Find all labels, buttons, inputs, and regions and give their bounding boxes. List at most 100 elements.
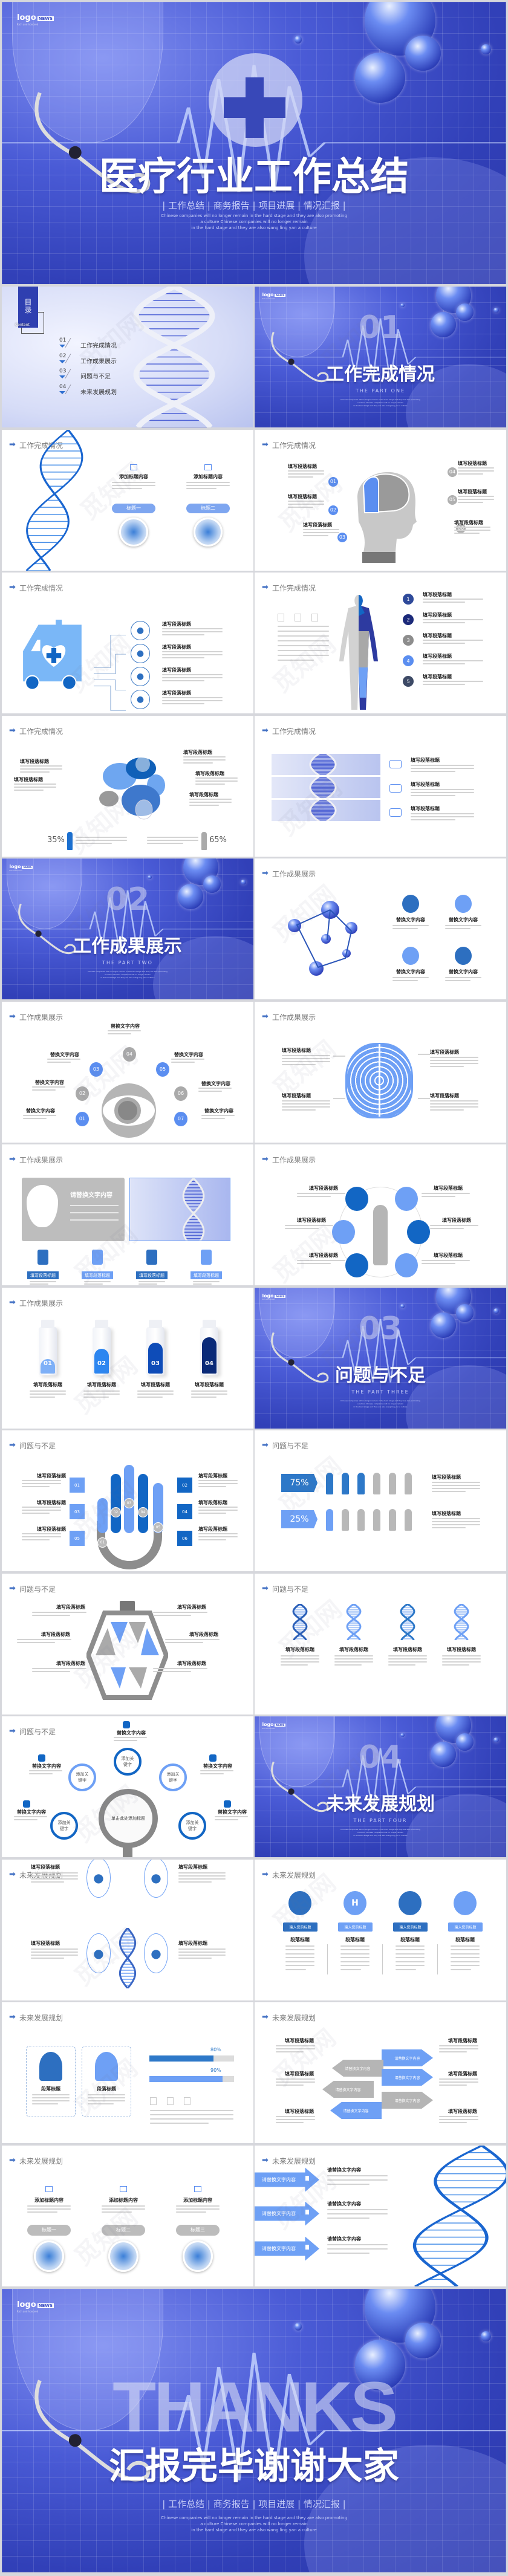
placeholder-text-line (147, 836, 198, 838)
item-title: 填写段落标题 (288, 463, 317, 469)
keyword-circle[interactable]: 添加关键字 (159, 1763, 187, 1791)
placeholder-text-line (22, 1483, 61, 1484)
placeholder-text-line (162, 631, 223, 632)
placeholder-text-line (288, 503, 324, 505)
placeholder-text-line (14, 1816, 47, 1817)
placeholder-text-line (445, 980, 471, 981)
placeholder-text-line (47, 1061, 71, 1063)
placeholder-text-line (189, 798, 232, 800)
bubble-graphic (400, 303, 405, 308)
placeholder-text-line (70, 1212, 119, 1213)
slide: ➡未来发展规划请替换文字内容请替换文字内容请替换文字内容请替换文字内容请替换文字… (255, 2002, 506, 2143)
slide-header: 工作成果展示 (19, 1156, 63, 1164)
placeholder-text-line (285, 1945, 314, 1947)
keyword-circle[interactable]: 添加关键字 (50, 1812, 78, 1840)
placeholder-text-line (454, 529, 490, 531)
dna-graphic (308, 753, 338, 775)
placeholder-text-line (388, 1661, 427, 1663)
placeholder-text-line (423, 599, 483, 600)
placeholder-text-line (22, 1533, 61, 1534)
arrow-right-icon: ➡ (262, 2155, 269, 2165)
placeholder-text-line (147, 842, 183, 844)
placeholder-text-line (198, 1533, 238, 1534)
card-button[interactable]: 标题二 (102, 2224, 145, 2236)
bubble-graphic (405, 2323, 441, 2358)
placeholder-text-line (162, 654, 223, 655)
flag-icon (305, 2175, 309, 2181)
placeholder-text-line (20, 765, 62, 767)
item-title: 替换文字内容 (449, 969, 478, 975)
card-button[interactable]: 标题一 (112, 503, 155, 513)
slide: ➡问题与不足填写段落标题填写段落标题填写段落标题填写段落标题填写段落标题填写段落… (2, 1573, 253, 1715)
number-box: 02 (177, 1478, 192, 1493)
eye-iris (114, 1097, 141, 1124)
placeholder-text-line (17, 1638, 71, 1640)
card-button[interactable]: 标题三 (176, 2224, 220, 2236)
placeholder-text-line (458, 473, 483, 475)
logo-badge: NEWS (275, 294, 286, 297)
keyword-circle[interactable]: 添加关键字 (178, 1812, 206, 1840)
placeholder-text-line (183, 759, 226, 761)
placeholder-text-line (162, 700, 223, 701)
placeholder-text-line (162, 628, 223, 629)
placeholder-text-line (138, 1281, 165, 1282)
item-title: 段落标题 (400, 1936, 420, 1942)
placeholder-text-line (189, 801, 232, 803)
slide: ➡工作成果展示替换文字内容替换文字内容替换文字内容替换文字内容觅知网 (255, 858, 506, 999)
item-title: 填写段落标题 (37, 1473, 66, 1479)
placeholder-text-line (282, 1063, 316, 1065)
item-title: 填写段落标题 (442, 1218, 471, 1223)
item-title: 填写段落标题 (177, 1660, 206, 1666)
photo-circle (183, 2240, 213, 2272)
logo-text: logo (17, 13, 36, 22)
placeholder-text-line (278, 655, 329, 656)
slide: ➡工作完成情况●填写段落标题●填写段落标题●填写段落标题●填写段落标题觅知网 (2, 573, 253, 713)
placeholder-text-line (451, 1957, 480, 1958)
hexagon-graphic (85, 1610, 169, 1701)
placeholder-text-line (22, 1486, 50, 1487)
placeholder-text-line (458, 501, 483, 503)
placeholder-text-line (423, 602, 465, 603)
keyword-circle[interactable]: 添加关键字 (68, 1763, 96, 1791)
item-title: 填写段落标题 (198, 1473, 227, 1479)
placeholder-text-line (27, 2208, 71, 2210)
bubble-graphic (493, 1737, 499, 1743)
item-title: 填写段落标题 (423, 592, 452, 597)
bottle-fill (94, 1348, 109, 1374)
calendar-date-icon (167, 2097, 174, 2105)
card-button[interactable]: 标题一 (27, 2224, 71, 2236)
dna-photo-strip (272, 776, 380, 798)
placeholder-text-line (162, 680, 204, 681)
placeholder-text-line (31, 1951, 78, 1953)
dna-helix-graphic (14, 429, 93, 571)
paper-plane-icon (184, 2097, 190, 2105)
item-title: 填写段落标题 (189, 791, 218, 797)
brain-icon: ● (86, 1859, 111, 1898)
cover-title: 医疗行业工作总结 (99, 155, 409, 200)
bubble-graphic (481, 44, 491, 54)
placeholder-text-line (282, 1054, 330, 1056)
bottle-graphic (93, 1319, 111, 1375)
toc-item-number: 01 (59, 337, 67, 343)
male-person-icon (342, 1473, 349, 1494)
card-button[interactable]: 标题二 (186, 503, 230, 513)
placeholder-text-line (198, 1513, 226, 1514)
placeholder-text-line (276, 2048, 315, 2049)
dna-photo-strip (272, 799, 380, 821)
percent-banner: 75% (281, 1474, 318, 1492)
card-title: 添加标题内容 (194, 473, 223, 479)
keyword-circle[interactable]: 添加关键字 (114, 1748, 142, 1776)
section-english-text: a culture Chinese companies will no long… (357, 401, 404, 404)
placeholder-text-line (178, 1948, 226, 1950)
center-circle[interactable]: 单击此处添加标题 (99, 1789, 158, 1848)
profile-card (26, 2046, 76, 2117)
placeholder-text-line (83, 1393, 120, 1395)
dna-graphic (308, 776, 338, 798)
